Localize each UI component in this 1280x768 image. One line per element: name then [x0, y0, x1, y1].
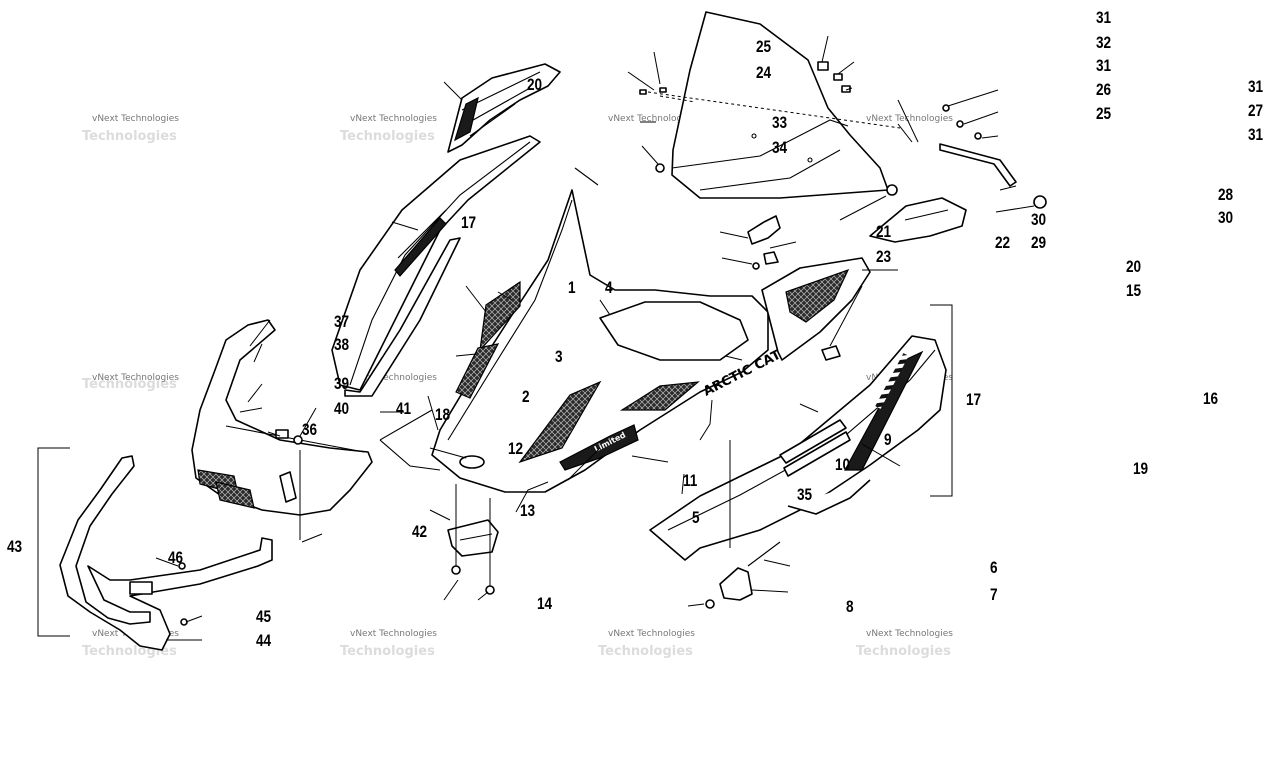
- leader-lines: [37, 35, 1035, 641]
- callout-5: 5: [692, 509, 700, 528]
- watermark-text: vNext Technologies: [350, 629, 437, 639]
- hood-hinge: [447, 519, 499, 595]
- hood-latch-bracket: [705, 541, 781, 609]
- callout-8: 8: [846, 598, 854, 617]
- callout-12: 12: [508, 440, 523, 459]
- callout-26: 26: [1096, 81, 1111, 100]
- watermark-text: vNext Technologies: [608, 114, 695, 124]
- wind-deflector: [869, 197, 967, 243]
- callout-24: 24: [756, 64, 772, 83]
- callout-36: 36: [302, 421, 317, 440]
- callout-46: 46: [168, 549, 183, 568]
- callout-30: 30: [1031, 211, 1046, 230]
- watermark-ghost: Technologies: [82, 129, 177, 144]
- watermark-text: vNext Technologies: [608, 629, 695, 639]
- callout-4: 4: [605, 279, 613, 298]
- callout-35: 35: [797, 486, 813, 505]
- lower-trim-strip: [344, 237, 461, 397]
- callout-15: 15: [1126, 282, 1142, 301]
- callout-32: 32: [1096, 34, 1111, 53]
- callout-3: 3: [555, 348, 563, 367]
- callout-40: 40: [334, 400, 349, 419]
- hood-clip: [821, 345, 841, 361]
- callout-22: 22: [995, 234, 1010, 253]
- callout-2: 2: [522, 388, 530, 407]
- watermark-text: vNext Technologies: [92, 114, 179, 124]
- callout-28: 28: [1218, 186, 1234, 205]
- callout-44: 44: [256, 632, 272, 651]
- callout-10: 10: [835, 456, 850, 475]
- windshield: [647, 11, 901, 199]
- callout-30b: 30: [1218, 209, 1233, 228]
- watermark-text: vNext Technologies: [92, 373, 179, 383]
- watermark-ghost: Technologies: [340, 644, 435, 659]
- callout-25b: 25: [1096, 105, 1112, 124]
- callout-38: 38: [334, 336, 350, 355]
- callout-16: 16: [1203, 390, 1218, 409]
- watermarks: Technologies vNext Technologies Technolo…: [82, 114, 953, 659]
- callout-29: 29: [1031, 234, 1046, 253]
- vent-cover-right: [761, 257, 871, 361]
- callout-27: 27: [1248, 102, 1263, 121]
- callout-31c: 31: [1248, 78, 1264, 97]
- callout-14: 14: [537, 595, 553, 614]
- callout-17: 17: [461, 214, 476, 233]
- watermark-ghost: Technologies: [340, 129, 435, 144]
- side-panel-left: [331, 135, 541, 391]
- watermark-text: vNext Technologies: [350, 114, 437, 124]
- front-bumper: [59, 455, 273, 651]
- callout-33: 33: [772, 114, 787, 133]
- callout-labels: 20 17 1 4 3 2 18 12 11 5 10 9 13 14 35 6…: [7, 9, 1264, 651]
- callout-41: 41: [396, 400, 412, 419]
- callout-20: 20: [527, 76, 542, 95]
- callout-19: 19: [1133, 460, 1148, 479]
- callout-17b: 17: [966, 391, 981, 410]
- watermark-text: vNext Technologies: [866, 629, 953, 639]
- callout-42: 42: [412, 523, 427, 542]
- watermark-ghost: Technologies: [856, 644, 951, 659]
- watermark-text: vNext Technologies: [350, 373, 437, 383]
- callout-23: 23: [876, 248, 891, 267]
- main-hood: ARCTIC CAT Limited: [379, 167, 784, 493]
- callout-1: 1: [568, 279, 576, 298]
- callout-31a: 31: [1096, 9, 1112, 28]
- watermark-text: vNext Technologies: [866, 114, 953, 124]
- callout-18: 18: [435, 406, 451, 425]
- watermark-ghost: Technologies: [598, 644, 693, 659]
- hood-emblem: [459, 455, 485, 469]
- callout-7: 7: [990, 586, 998, 605]
- side-panel-right: [649, 335, 947, 561]
- callout-13: 13: [520, 502, 535, 521]
- mirror-arm: [886, 143, 1047, 209]
- watermark-ghost: Technologies: [82, 377, 177, 392]
- callout-31b: 31: [1096, 57, 1112, 76]
- windshield-hardware: [639, 61, 982, 270]
- callout-34: 34: [772, 139, 788, 158]
- callout-9: 9: [884, 431, 892, 450]
- callout-37: 37: [334, 313, 349, 332]
- callout-21: 21: [876, 223, 892, 242]
- front-nose: [191, 319, 373, 516]
- callout-20b: 20: [1126, 258, 1141, 277]
- callout-6: 6: [990, 559, 998, 578]
- callout-39: 39: [334, 375, 349, 394]
- callout-45: 45: [256, 608, 272, 627]
- callout-25: 25: [756, 38, 772, 57]
- callout-11: 11: [683, 472, 698, 491]
- callout-43: 43: [7, 538, 22, 557]
- callout-31d: 31: [1248, 126, 1264, 145]
- vent-cover-left: [447, 63, 561, 153]
